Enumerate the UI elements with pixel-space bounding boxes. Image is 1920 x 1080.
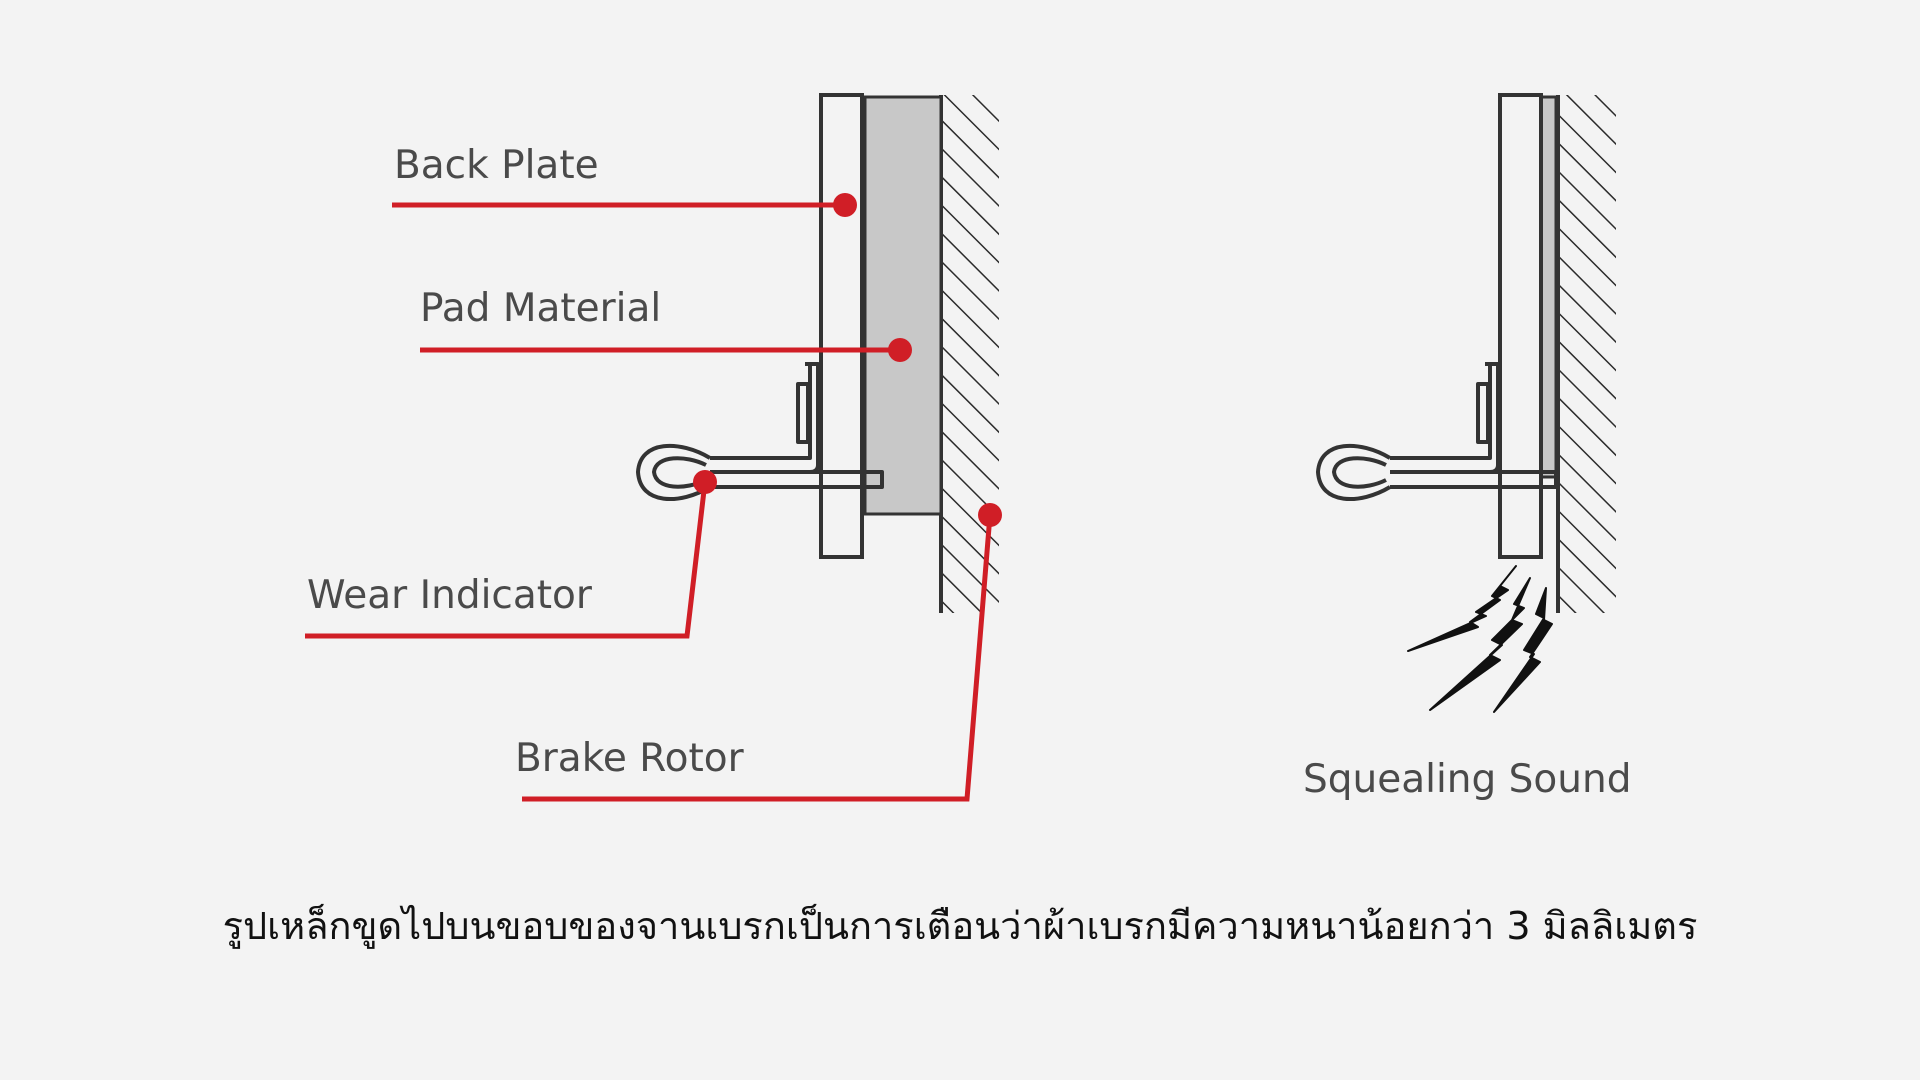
leader-wear-indicator: [305, 481, 708, 639]
leader-dots: [693, 193, 1002, 527]
figure-caption: รูปเหล็กขูดไปบนขอบของจานเบรกเป็นการเตือน…: [222, 904, 1698, 948]
back-plate-right: [1498, 93, 1543, 559]
label-brake-rotor: Brake Rotor: [515, 736, 745, 781]
back-plate-left: [819, 93, 864, 559]
squeal-wave-icon: [1407, 565, 1553, 713]
leader-brake-rotor: [522, 514, 993, 802]
worn-pad-assembly: Squealing Sound: [1303, 93, 1631, 802]
new-pad-assembly: [636, 93, 999, 613]
label-squealing-sound: Squealing Sound: [1303, 757, 1631, 802]
label-pad-material: Pad Material: [420, 286, 661, 331]
wear-indicator-left: [636, 362, 884, 501]
dot-wear-indicator: [693, 470, 717, 494]
label-back-plate: Back Plate: [394, 143, 599, 188]
dot-pad-material: [888, 338, 912, 362]
label-wear-indicator: Wear Indicator: [307, 573, 593, 618]
dot-back-plate: [833, 193, 857, 217]
dot-brake-rotor: [978, 503, 1002, 527]
brake-rotor-right: [1558, 95, 1616, 613]
pad-material-block: [863, 95, 943, 516]
leader-lines: [305, 202, 993, 802]
wear-indicator-right: [1316, 362, 1558, 501]
worn-pad-material: [1539, 95, 1558, 479]
